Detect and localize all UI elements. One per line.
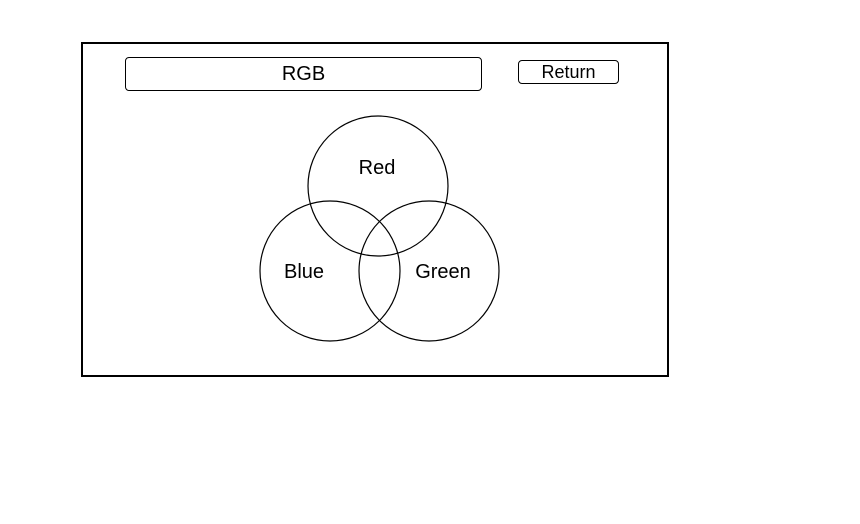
venn-circle-red[interactable]: [307, 115, 449, 257]
return-button-label: Return: [541, 62, 596, 82]
venn-circle-green[interactable]: [358, 200, 500, 342]
venn-label-blue: Blue: [284, 261, 324, 283]
rgb-panel: RGB Return Red Blue Green: [81, 42, 669, 377]
venn-circle-blue[interactable]: [259, 200, 401, 342]
venn-label-green: Green: [415, 261, 471, 283]
page-title: RGB: [281, 63, 326, 85]
title-field: RGB: [125, 57, 482, 91]
venn-label-red: Red: [359, 157, 396, 179]
return-button[interactable]: Return: [518, 60, 619, 84]
rgb-venn-diagram: Red Blue Green: [259, 115, 500, 342]
